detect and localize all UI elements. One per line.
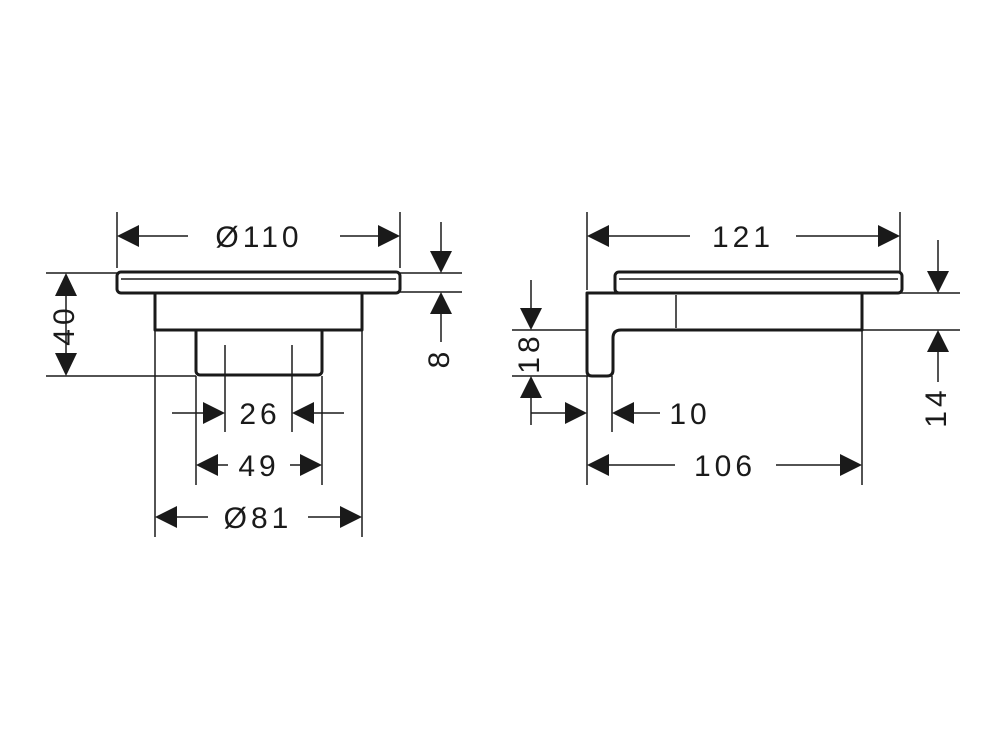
dim-label-diameter-110: Ø110 [215, 221, 302, 254]
dim-label-10: 10 [669, 398, 710, 431]
arrow-8-top [430, 251, 452, 273]
arrow-106-right [840, 454, 862, 476]
arrow-26-left [203, 402, 225, 424]
dish-body [153, 290, 364, 332]
arrow-106-left [587, 454, 609, 476]
arrow-18-bottom [520, 376, 542, 398]
dim-label-121: 121 [712, 221, 774, 254]
dim-label-49: 49 [238, 450, 279, 483]
front-view: Ø110 40 8 26 49 Ø81 [46, 212, 462, 537]
arrow-81-right [340, 506, 362, 528]
dim-label-8: 8 [423, 348, 456, 369]
arrow-110-right [378, 225, 400, 247]
arrow-18-top [520, 308, 542, 330]
arrow-8-bottom [430, 292, 452, 314]
arrow-110-left [117, 225, 139, 247]
arrow-81-left [155, 506, 177, 528]
dim-label-26: 26 [239, 398, 280, 431]
dim-label-40: 40 [48, 304, 81, 345]
arrow-40-top [55, 273, 77, 296]
arrow-10-left [565, 402, 587, 424]
arrow-49-left [196, 454, 218, 476]
side-view: 121 18 14 10 106 [512, 212, 960, 485]
arrow-14-top [927, 271, 949, 293]
side-body [585, 291, 864, 378]
arrow-121-left [587, 225, 609, 247]
base-socket [194, 323, 324, 377]
arrow-49-right [300, 454, 322, 476]
arrow-26-right [292, 402, 314, 424]
arrow-40-bottom [55, 353, 77, 376]
side-top-plate [613, 270, 904, 295]
dim-label-106: 106 [694, 450, 756, 483]
dim-label-14: 14 [920, 386, 953, 427]
arrow-121-right [878, 225, 900, 247]
arrow-10-right [612, 402, 634, 424]
dim-label-18: 18 [513, 332, 546, 373]
dim-label-diameter-81: Ø81 [224, 502, 293, 535]
top-plate [115, 270, 402, 295]
arrow-14-bottom [927, 330, 949, 352]
